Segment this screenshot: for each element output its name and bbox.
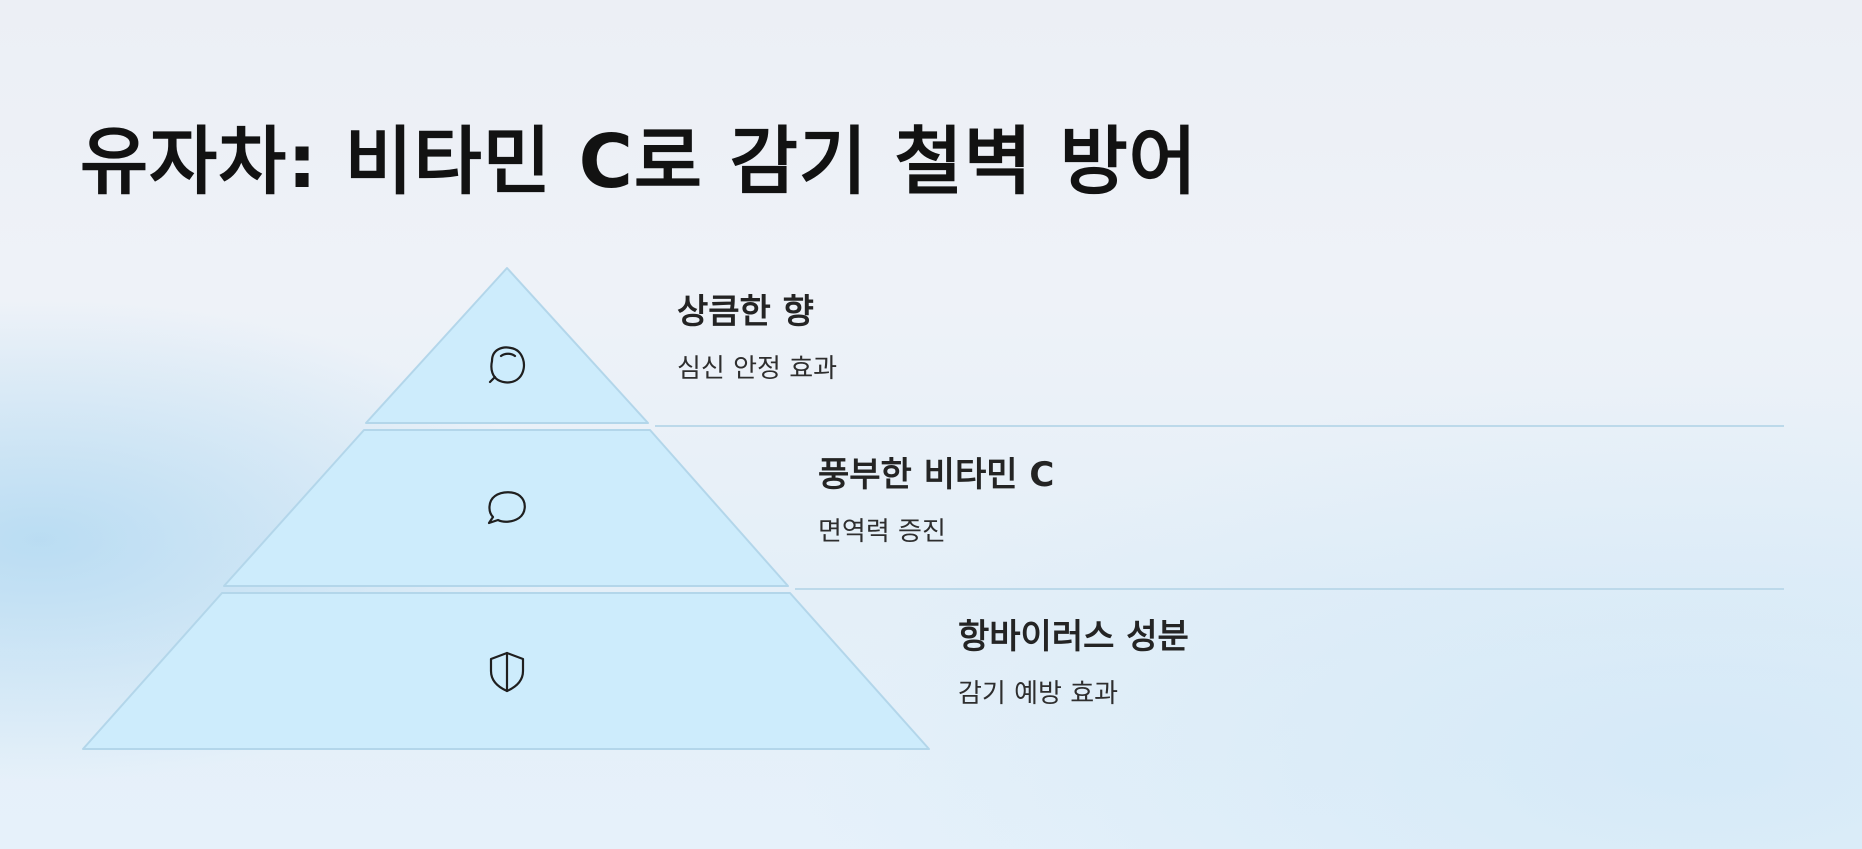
page-title: 유자차: 비타민 C로 감기 철벽 방어: [80, 119, 1198, 205]
shield-icon: [489, 651, 525, 693]
speech-bubble-icon: [487, 491, 526, 525]
tier-2-text: 풍부한 비타민 C 면역력 증진: [818, 453, 1054, 549]
tier-2-heading: 풍부한 비타민 C: [818, 455, 1055, 495]
tier-3-heading: 항바이러스 성분: [958, 617, 1189, 657]
pyramid-tier-2: [223, 429, 789, 587]
tier-3-text: 항바이러스 성분 감기 예방 효과: [958, 615, 1189, 711]
lemon-icon: [488, 346, 526, 384]
tier-1-description: 심신 안정 효과: [677, 354, 838, 384]
tier-3-description: 감기 예방 효과: [958, 679, 1119, 709]
tier-2-description: 면역력 증진: [818, 517, 946, 547]
tier-1-heading: 상큼한 향: [677, 292, 814, 332]
tier-1-text: 상큼한 향 심신 안정 효과: [677, 290, 837, 386]
pyramid-tier-1: [365, 267, 649, 424]
